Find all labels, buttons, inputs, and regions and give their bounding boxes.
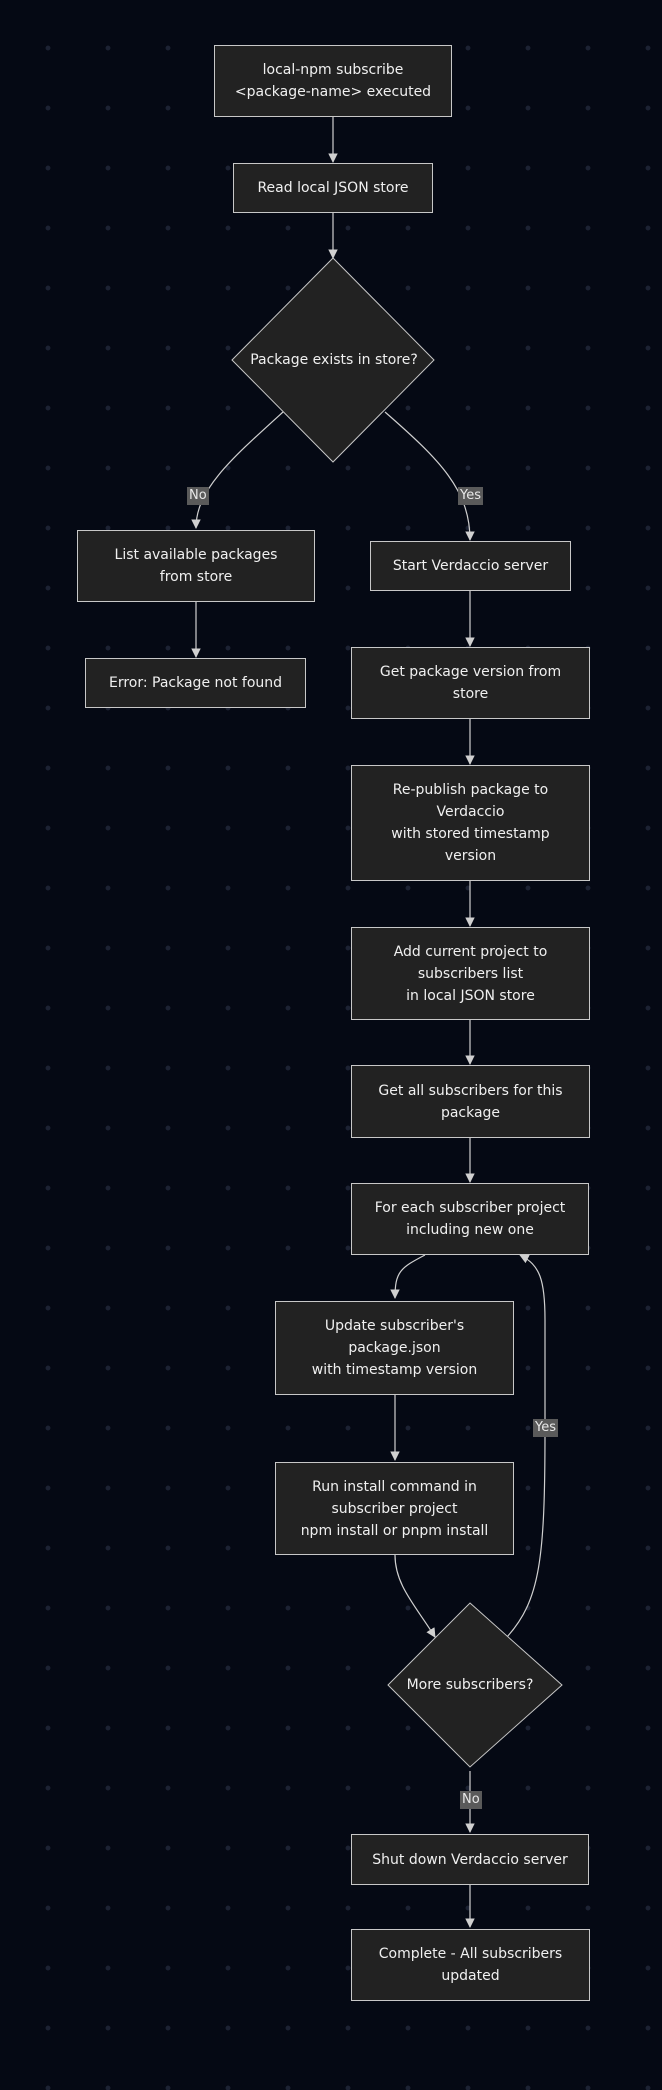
edge-install-more [394, 1554, 436, 1638]
edge-more-foreach-yes [506, 1254, 546, 1638]
edge-label-more-no: No [460, 1791, 482, 1809]
edge-label-exists-no: No [187, 487, 209, 505]
edge-foreach-update [390, 1254, 426, 1299]
decision-exists-label: Package exists in store? [250, 352, 418, 368]
node-shutdown: Shut down Verdaccio server [351, 1834, 589, 1885]
node-start-verdaccio: Start Verdaccio server [370, 541, 571, 591]
decision-more-shape [387, 1602, 563, 1768]
node-start: local-npm subscribe <package-name> execu… [214, 45, 452, 117]
edge-exists-no [191, 411, 284, 529]
edge-label-exists-yes: Yes [458, 487, 483, 505]
node-republish: Re-publish package to Verdaccio with sto… [351, 765, 590, 881]
node-complete: Complete - All subscribers updated [351, 1929, 590, 2001]
node-list-packages: List available packages from store [77, 530, 315, 602]
decision-exists-shape [231, 257, 435, 463]
node-add-project: Add current project to subscribers list … [351, 927, 590, 1020]
node-update-pkg: Update subscriber's package.json with ti… [275, 1301, 514, 1395]
edge-label-more-yes: Yes [533, 1419, 558, 1437]
node-read-store: Read local JSON store [233, 163, 433, 213]
node-run-install: Run install command in subscriber projec… [275, 1462, 514, 1555]
node-for-each: For each subscriber project including ne… [351, 1183, 589, 1255]
node-get-subscribers: Get all subscribers for this package [351, 1065, 590, 1138]
edge-exists-yes [384, 411, 475, 541]
node-get-version: Get package version from store [351, 647, 590, 719]
decision-more-label: More subscribers? [406, 1677, 534, 1693]
node-error: Error: Package not found [85, 658, 306, 708]
